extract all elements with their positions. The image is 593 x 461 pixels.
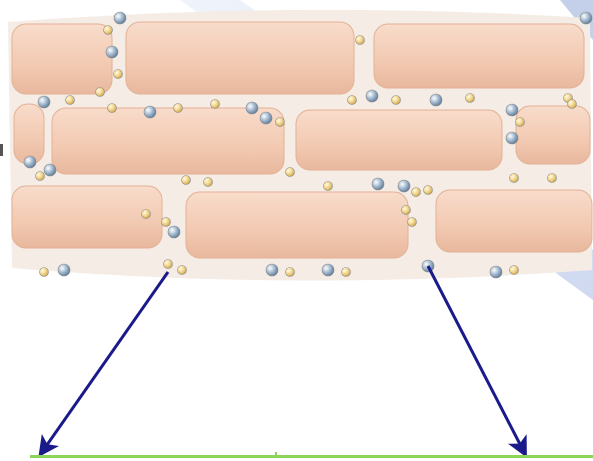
yellow-particle xyxy=(348,96,357,105)
brick xyxy=(296,110,502,170)
yellow-particle xyxy=(412,188,421,197)
brick xyxy=(52,108,284,174)
yellow-particle xyxy=(174,104,183,113)
blue-particle xyxy=(44,164,56,176)
yellow-particle xyxy=(324,182,333,191)
base-line-tick xyxy=(275,452,277,458)
brick xyxy=(14,104,44,164)
blue-particle xyxy=(366,90,378,102)
yellow-particle xyxy=(162,218,171,227)
blue-particle xyxy=(144,106,156,118)
yellow-particle xyxy=(104,26,113,35)
brick xyxy=(12,24,112,94)
blue-particle xyxy=(168,226,180,238)
yellow-particle xyxy=(114,70,123,79)
blue-particle xyxy=(580,12,592,24)
yellow-particle xyxy=(142,210,151,219)
yellow-particle xyxy=(392,96,401,105)
brick xyxy=(12,186,162,248)
yellow-particle xyxy=(66,96,75,105)
yellow-particle xyxy=(204,178,213,187)
yellow-particle xyxy=(108,104,117,113)
left-arrow xyxy=(42,272,168,452)
brick xyxy=(516,106,590,164)
blue-particle xyxy=(106,46,118,58)
yellow-particle xyxy=(466,94,475,103)
blue-particle xyxy=(398,180,410,192)
blue-particle xyxy=(430,94,442,106)
yellow-particle xyxy=(424,186,433,195)
brick xyxy=(186,192,408,258)
yellow-particle xyxy=(510,266,519,275)
brick xyxy=(126,22,354,94)
brick xyxy=(374,24,584,88)
yellow-particle xyxy=(286,268,295,277)
yellow-particle xyxy=(402,206,411,215)
yellow-particle xyxy=(356,36,365,45)
yellow-particle xyxy=(276,118,285,127)
yellow-particle xyxy=(510,174,519,183)
blue-particle xyxy=(114,12,126,24)
yellow-particle xyxy=(40,268,49,277)
yellow-particle xyxy=(286,168,295,177)
yellow-particle xyxy=(182,176,191,185)
blue-particle xyxy=(58,264,70,276)
blue-particle xyxy=(266,264,278,276)
yellow-particle xyxy=(568,100,577,109)
blue-particle xyxy=(38,96,50,108)
right-arrow xyxy=(428,266,524,452)
yellow-particle xyxy=(408,218,417,227)
blue-particle xyxy=(506,104,518,116)
yellow-particle xyxy=(178,266,187,275)
blue-particle xyxy=(322,264,334,276)
yellow-particle xyxy=(548,174,557,183)
blue-particle xyxy=(260,112,272,124)
blue-particle xyxy=(506,132,518,144)
blue-particle xyxy=(246,102,258,114)
blue-particle xyxy=(490,266,502,278)
yellow-particle xyxy=(211,100,220,109)
yellow-particle xyxy=(36,172,45,181)
left-edge-mark xyxy=(0,144,3,156)
base-line xyxy=(30,455,593,458)
yellow-particle xyxy=(516,118,525,127)
blue-particle xyxy=(24,156,36,168)
yellow-particle xyxy=(96,88,105,97)
yellow-particle xyxy=(342,268,351,277)
brick xyxy=(436,190,592,252)
yellow-particle xyxy=(164,260,173,269)
blue-particle xyxy=(372,178,384,190)
